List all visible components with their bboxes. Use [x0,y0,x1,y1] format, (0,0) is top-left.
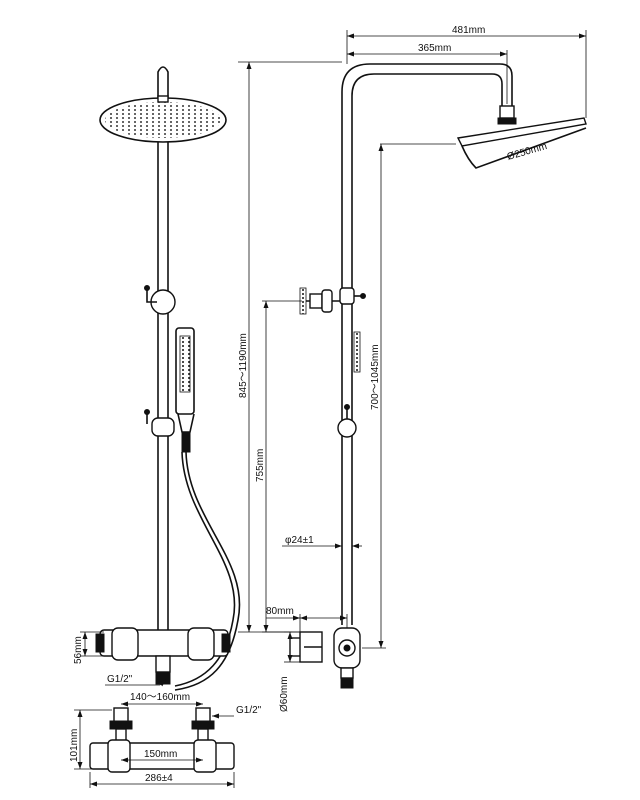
label-body-depth: Ø60mm [279,676,290,712]
body-top-view: 140～160mm G1/2" 150mm 286±4 101mm [69,692,262,788]
diverter-knob [144,285,176,315]
hand-shower-front [175,327,195,433]
label-thread-inlet: G1/2" [236,705,262,716]
slider-side [337,404,357,438]
label-height-range: 845～1190mm [238,333,249,398]
label-inlet-spacing: 140～160mm [130,692,190,703]
rain-head-side: Ø250mm [456,117,587,169]
side-view-dimensions: 481mm 365mm 845～1190mm 755mm 700～1045mm … [238,25,587,712]
label-body-front-height: 101mm [69,729,80,762]
label-pipe-diameter: φ24±1 [285,535,314,546]
label-slide-range: 700～1045mm [370,344,381,410]
side-view: Ø250mm [289,63,587,689]
label-thread-bottom: G1/2" [107,674,133,685]
label-arm-length: 365mm [418,43,451,54]
thermostat-body-front [95,627,231,685]
label-head-diameter: Ø250mm [506,141,549,163]
label-body-height: 56mm [73,636,84,664]
wall-bracket [299,287,366,315]
label-body-length: 286±4 [145,773,173,784]
label-pipe-length: 755mm [255,449,266,482]
label-overall-width: 481mm [452,25,485,36]
label-wall-offset: 80mm [266,606,294,617]
label-inlet-center: 150mm [144,749,177,760]
rain-head-front [99,95,227,143]
thermostat-body-side [289,627,361,689]
front-view: 56mm G1/2" [73,66,241,691]
slider-holder [144,409,191,453]
